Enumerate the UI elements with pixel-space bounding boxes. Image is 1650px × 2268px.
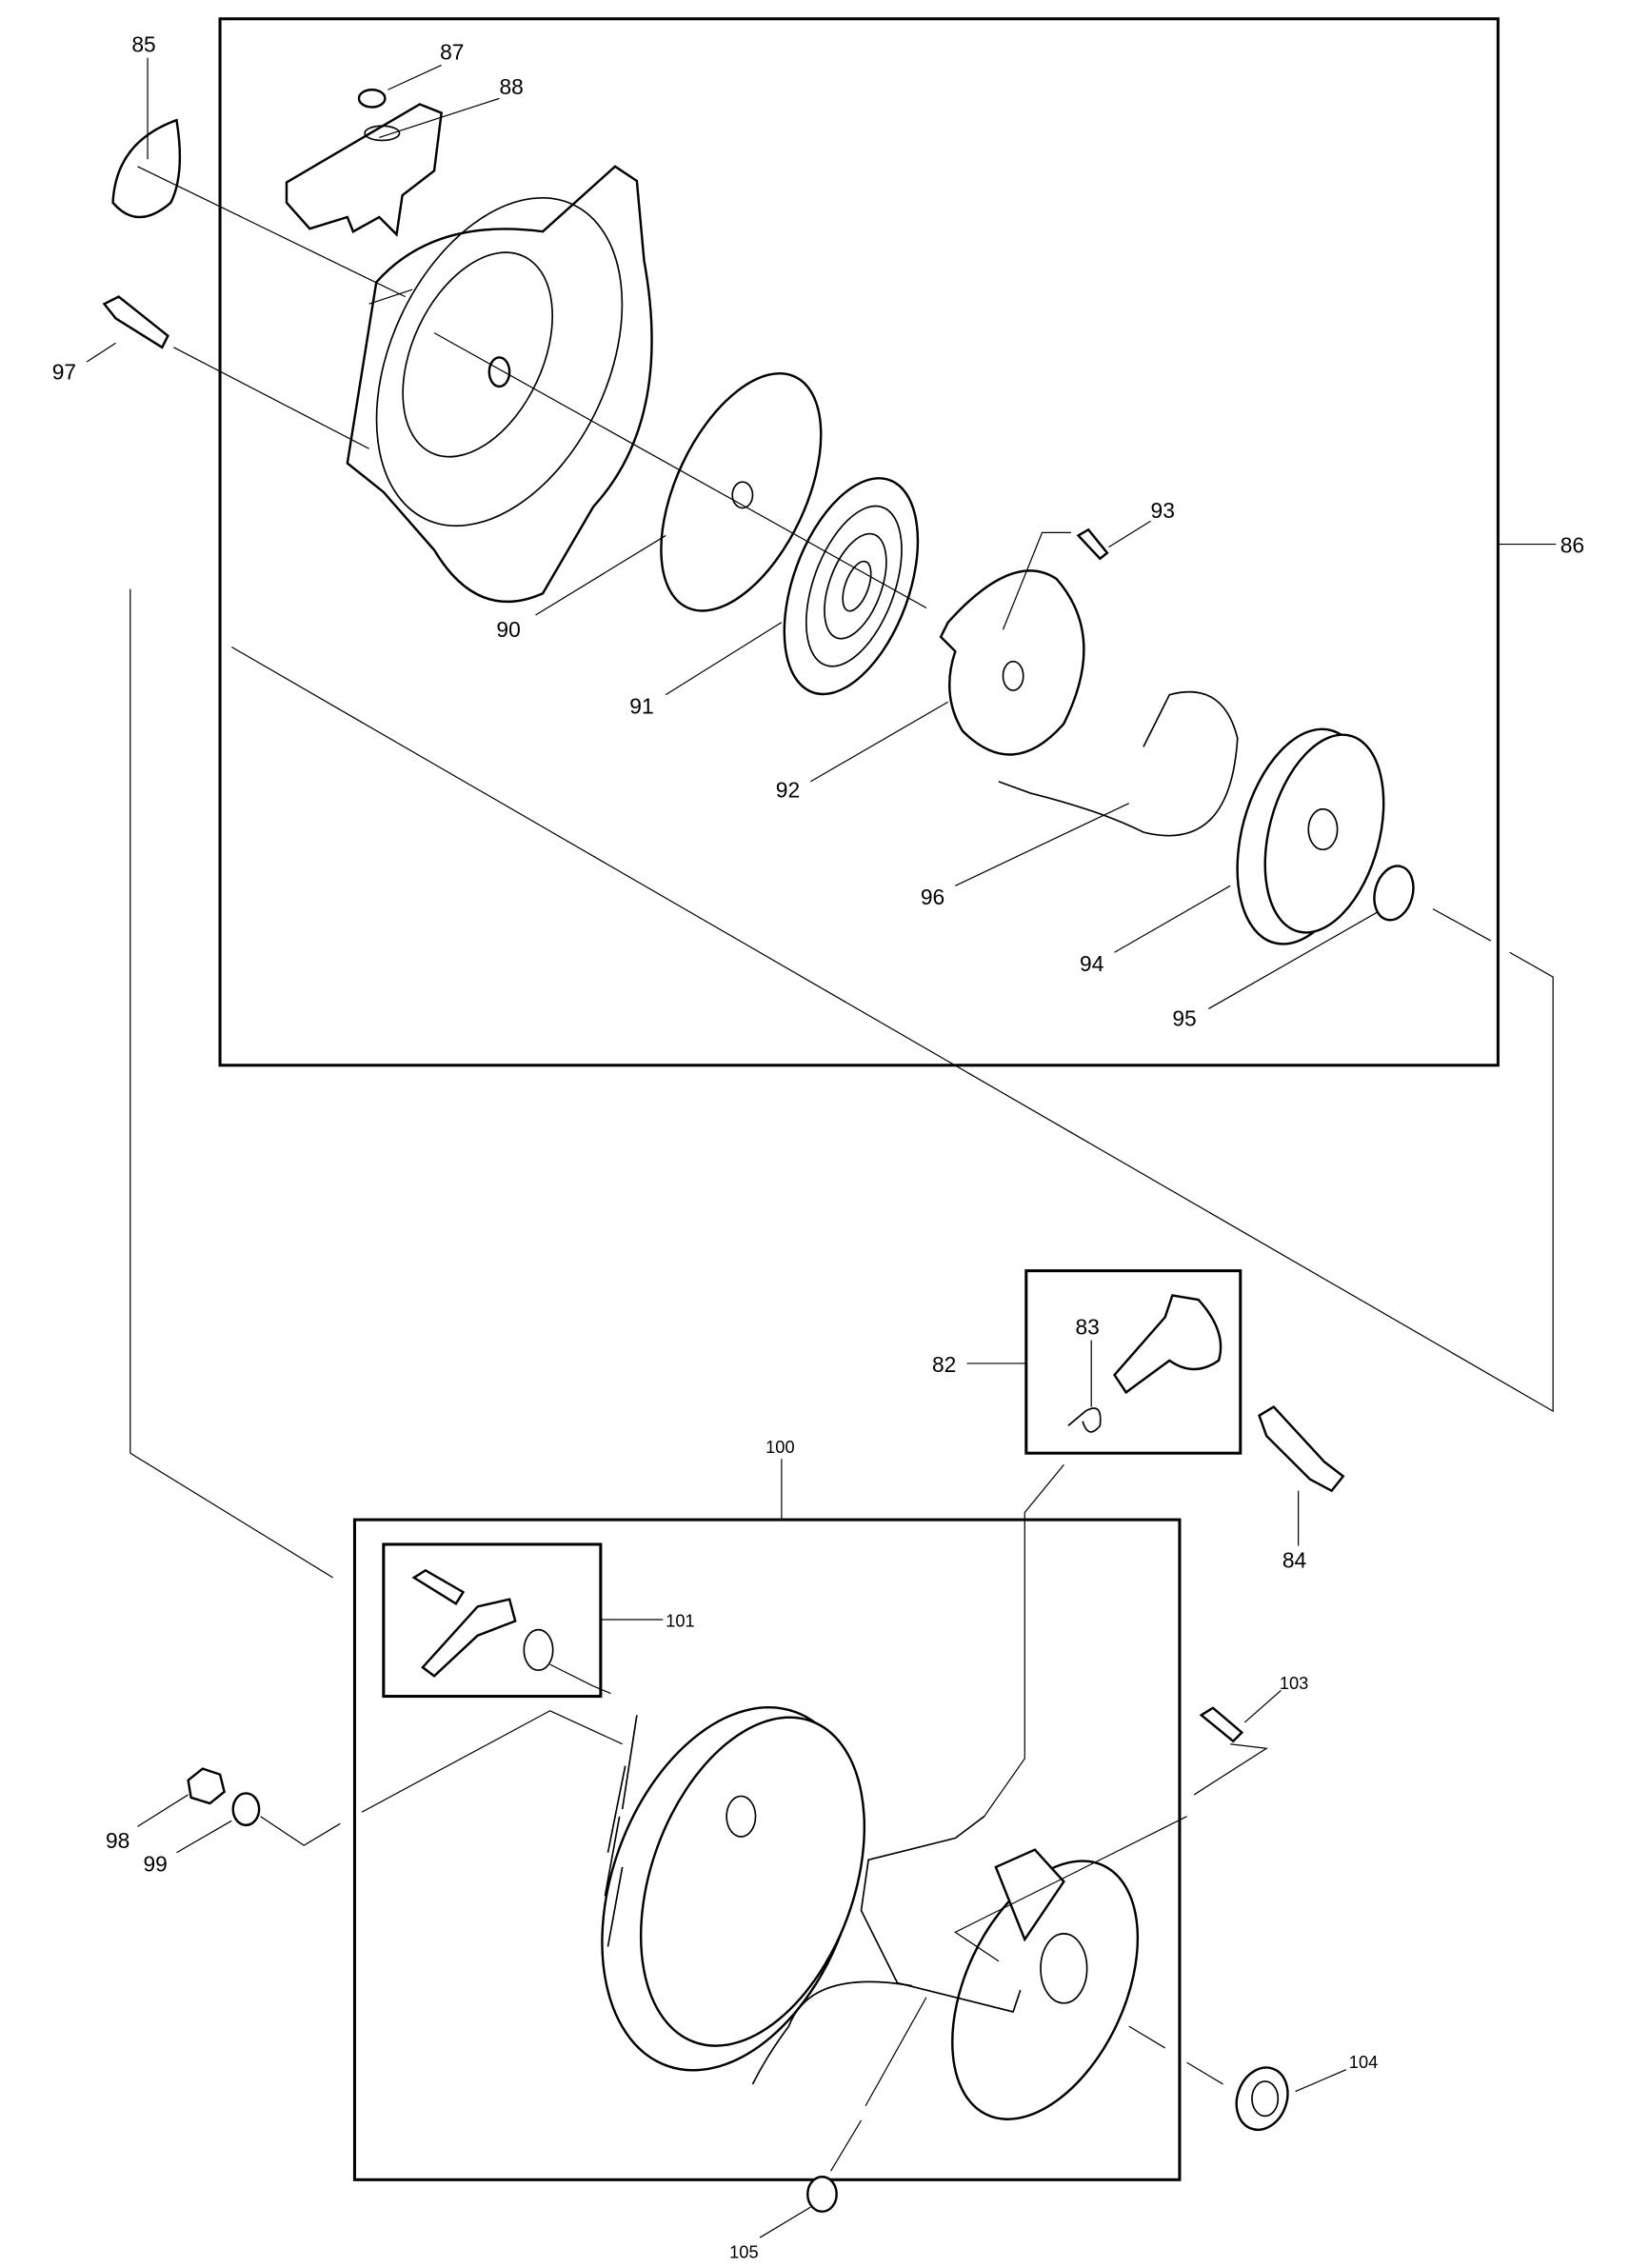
pawl-kit-box <box>382 1542 603 1699</box>
part-85-label-plate <box>111 118 182 219</box>
recoil-starter-assembly-box <box>218 17 1500 1067</box>
label-93: 93 <box>1151 498 1175 523</box>
label-87: 87 <box>440 39 464 64</box>
label-105: 105 <box>729 2241 758 2261</box>
label-103: 103 <box>1280 1673 1308 1693</box>
part-90-plate-hole <box>731 481 754 509</box>
label-92: 92 <box>776 778 800 803</box>
part-103-screw <box>1199 1706 1244 1743</box>
part-88-handle-slot <box>364 125 401 142</box>
part-101-pawl-bolt <box>411 1568 466 1605</box>
label-90: 90 <box>496 617 520 642</box>
part-83-spring <box>1067 1407 1102 1433</box>
part-99-washer <box>231 1792 261 1827</box>
connector-line-diagonal <box>230 646 1554 1413</box>
label-95: 95 <box>1172 1006 1196 1031</box>
spark-plug-cap-box <box>1024 1269 1242 1455</box>
part-101-pawl <box>421 1598 517 1678</box>
part-94-rope-pulley <box>1236 727 1385 945</box>
part-87-grommet <box>357 89 387 109</box>
part-96-starter-rope <box>998 690 1239 837</box>
part-101-pawl-spring <box>523 1628 554 1672</box>
part-88-handle <box>285 103 443 237</box>
label-97: 97 <box>52 359 76 384</box>
part-92-spring-cover <box>939 569 1085 756</box>
connector-line-left <box>129 588 333 1579</box>
label-91: 91 <box>629 693 653 718</box>
label-104: 104 <box>1349 2052 1378 2072</box>
part-90-plate <box>660 371 823 612</box>
flywheel <box>601 1705 866 2072</box>
part-104-oil-seal-inner <box>1251 2080 1280 2118</box>
connector-line-plug <box>1024 1463 1064 1546</box>
connector-line-diagonal-2 <box>1432 908 1492 942</box>
part-104-oil-seal <box>1235 2066 1289 2132</box>
part-98-nut <box>187 1767 226 1805</box>
label-100: 100 <box>765 1437 794 1457</box>
ignition-coil <box>751 1816 1140 2120</box>
label-85: 85 <box>131 32 155 57</box>
label-82: 82 <box>932 1352 956 1377</box>
label-94: 94 <box>1080 951 1104 976</box>
label-83: 83 <box>1075 1315 1099 1340</box>
leader-lines <box>86 57 1557 2238</box>
part-95-circlip <box>1373 865 1415 922</box>
label-96: 96 <box>921 885 944 909</box>
label-99: 99 <box>143 1851 167 1876</box>
label-98: 98 <box>106 1828 129 1853</box>
part-82-plug-cap <box>1113 1294 1223 1395</box>
label-88: 88 <box>499 74 523 99</box>
label-101: 101 <box>666 1611 694 1631</box>
flywheel-assembly-box <box>352 1518 1182 2181</box>
part-91-spiral-spring <box>783 477 920 696</box>
part-97-bolt <box>102 295 169 349</box>
part-84-spark-plug <box>1258 1404 1345 1493</box>
part-92-hole <box>1002 660 1024 691</box>
part-86-starter-housing <box>346 165 653 604</box>
part-105-grommet <box>806 2176 838 2213</box>
part-93-screw <box>1076 527 1109 561</box>
label-84: 84 <box>1282 1547 1307 1572</box>
label-86: 86 <box>1561 533 1584 558</box>
